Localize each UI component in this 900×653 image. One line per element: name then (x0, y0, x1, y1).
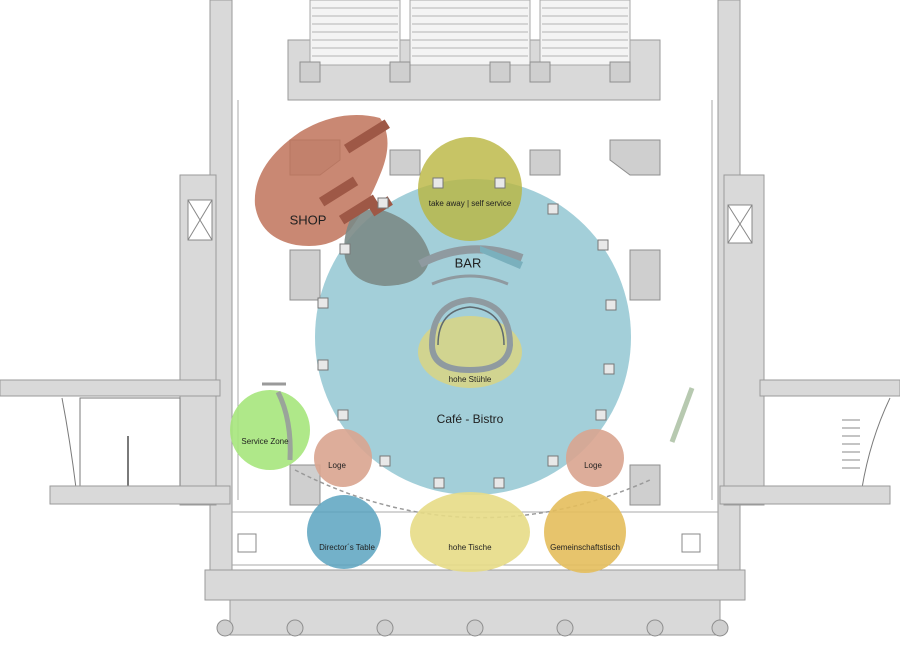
shop-shelves (318, 119, 393, 225)
take-away-zone (418, 137, 522, 241)
directors-table-zone (307, 495, 381, 569)
bar-counter (418, 245, 524, 286)
service-zone (230, 390, 310, 470)
high-tables-label: hohe Tische (448, 543, 492, 552)
high-chairs-label: hohe Stühle (449, 375, 492, 384)
directors-table-label: Director´s Table (319, 543, 375, 552)
community-table-zone (544, 491, 626, 573)
cafe-bistro-label: Café - Bistro (437, 412, 504, 426)
take-away-label: take away | self service (429, 199, 512, 208)
service-zone-label: Service Zone (241, 437, 289, 446)
shop-overlap-zone (344, 209, 430, 286)
right-screen (669, 387, 695, 443)
bar-label: BAR (455, 255, 482, 270)
shop-label: SHOP (290, 212, 327, 227)
loge-left-label: Loge (328, 461, 346, 470)
interior-piers (289, 61, 661, 506)
high-chairs-zone (418, 316, 522, 388)
loge-right-zone (566, 429, 624, 487)
building-walls (0, 0, 900, 637)
high-tables-zone (410, 492, 530, 572)
round-bar (428, 296, 514, 374)
loge-right-label: Loge (584, 461, 602, 470)
loge-left-zone (314, 429, 372, 487)
rotunda-columns (317, 177, 617, 489)
community-table-label: Gemeinschaftstisch (550, 543, 620, 552)
service-counter (275, 390, 293, 461)
